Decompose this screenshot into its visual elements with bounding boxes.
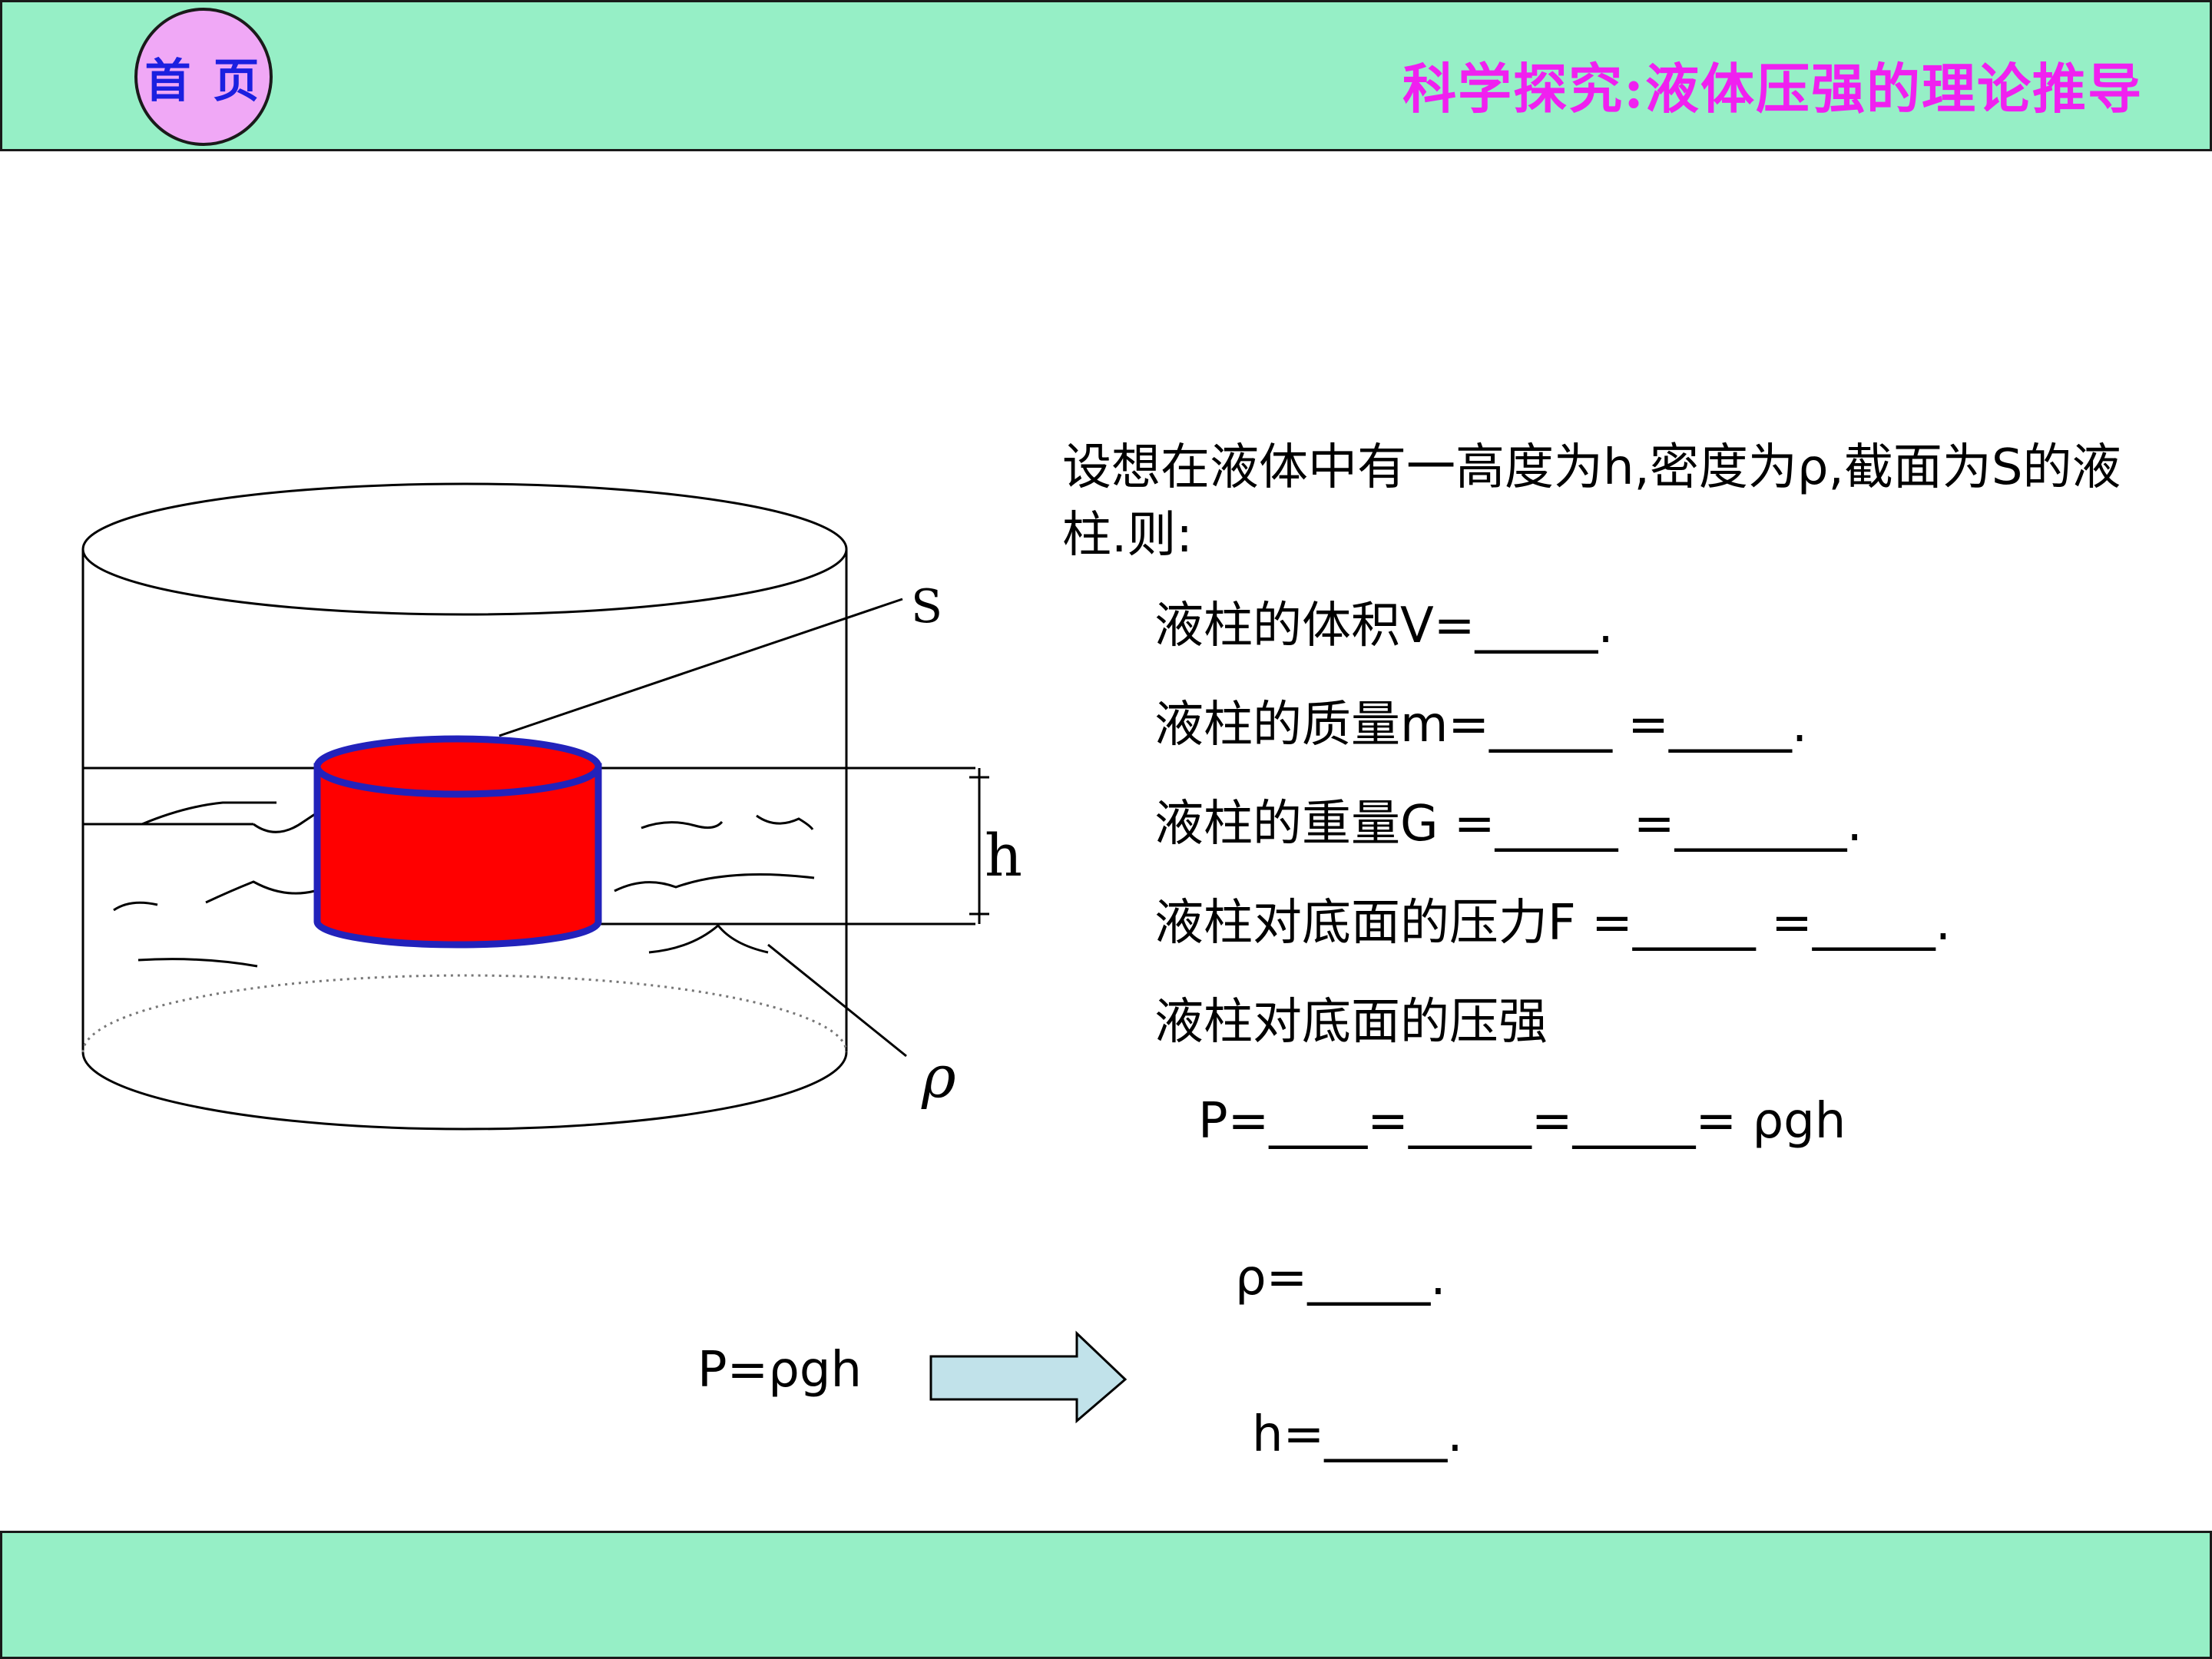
pressure-equation: P=____=_____=_____= ρgh xyxy=(1198,1093,1846,1150)
intro-text: 设想在液体中有一高度为h,密度为ρ,截面为S的液柱.则: xyxy=(1062,439,2121,564)
header-band xyxy=(0,0,2212,151)
label-h: h xyxy=(985,821,1022,889)
force-line: 液柱对底面的压力F =_____ =_____. xyxy=(1154,895,1952,952)
pressure-label-line: 液柱对底面的压强 xyxy=(1154,994,1548,1051)
volume-line: 液柱的体积V=_____. xyxy=(1154,598,1614,654)
right-arrow-icon xyxy=(929,1330,1128,1424)
liquid-wave-strokes xyxy=(113,801,815,968)
weight-line: 液柱的重量G =_____ =_______. xyxy=(1154,796,1863,853)
rho-leader-line xyxy=(767,943,907,1058)
container-bottom-back xyxy=(81,974,848,1053)
label-s: S xyxy=(911,580,942,634)
liquid-column xyxy=(313,735,602,949)
container-top-ellipse xyxy=(81,482,848,616)
container-bottom-front xyxy=(81,1051,848,1131)
liquid-column-body xyxy=(313,763,602,949)
liquid-column-top xyxy=(313,735,602,798)
formula-text: P=ρgh xyxy=(697,1342,863,1399)
label-rho: ρ xyxy=(921,1042,956,1111)
footer-band xyxy=(0,1531,2212,1659)
h-equation: h=_____. xyxy=(1252,1406,1463,1463)
home-label: 首 页 xyxy=(144,54,263,108)
page-title: 科学探究:液体压强的理论推导 xyxy=(1402,57,2143,121)
mass-line: 液柱的质量m=_____ =_____. xyxy=(1154,697,1808,753)
rho-equation: ρ=_____. xyxy=(1235,1250,1446,1306)
s-leader-line xyxy=(498,598,903,737)
home-button[interactable]: 首 页 xyxy=(134,8,273,146)
